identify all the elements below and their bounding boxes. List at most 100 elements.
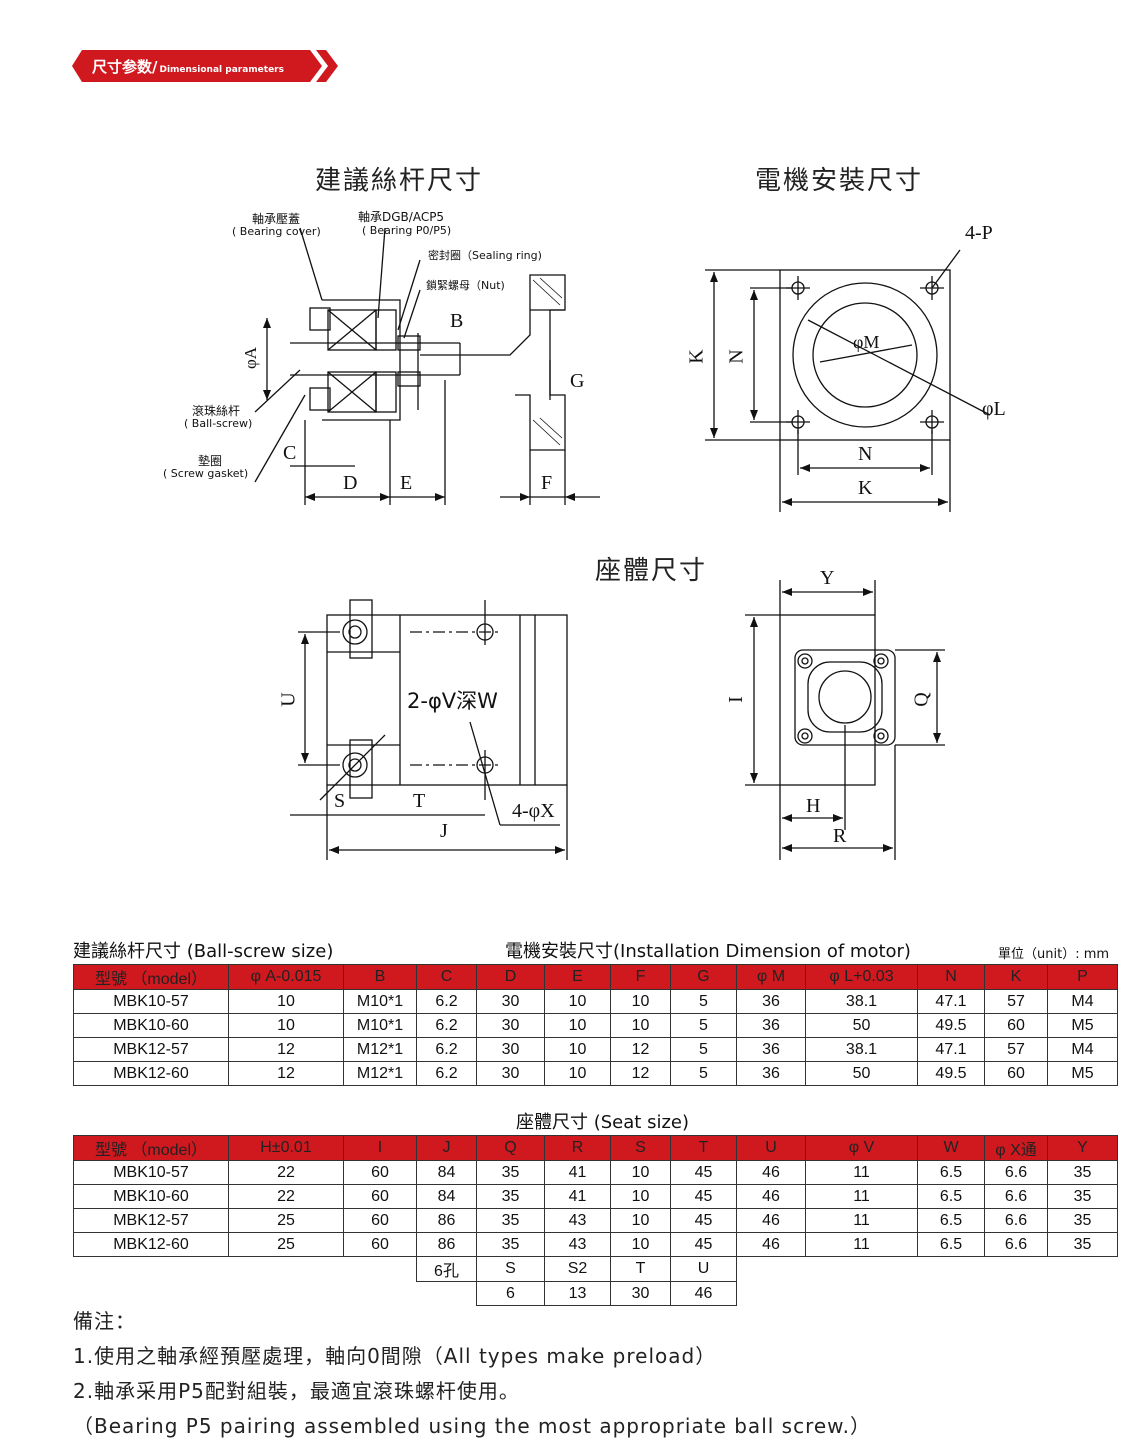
table-cell: 10 (544, 1037, 611, 1062)
table-cell: 6.2 (416, 989, 477, 1014)
table-cell: 43 (544, 1208, 611, 1233)
table-cell: 36 (736, 989, 806, 1014)
table-header-cell: φ X通 (984, 1135, 1048, 1161)
dim-K-horizontal: K (858, 477, 873, 499)
dim-U: U (277, 692, 300, 707)
bearing-label-en: ( Bearing P0/P5) (362, 224, 452, 237)
table-cell: M12*1 (343, 1061, 417, 1086)
table-cell: 38.1 (805, 1037, 918, 1062)
table-cell: 6.2 (416, 1013, 477, 1038)
banner-title-cn: 尺寸参数/ (92, 58, 158, 76)
table-cell: 22 (228, 1184, 344, 1209)
table-cell-empty (737, 1282, 806, 1306)
table-cell: 60 (343, 1208, 417, 1233)
table-cell: 10 (228, 989, 344, 1014)
notes-title: 備注： (73, 1309, 136, 1333)
table-header-cell: T (670, 1135, 737, 1161)
dim-Y: Y (820, 567, 835, 589)
table-cell: MBK10-60 (73, 1184, 229, 1209)
table-cell: 6.2 (416, 1037, 477, 1062)
table-cell: 6.5 (917, 1160, 985, 1185)
table-cell: 10 (544, 989, 611, 1014)
table-cell: 6.2 (416, 1061, 477, 1086)
ballscrew-drawing-title: 建議絲杆尺寸 (315, 166, 484, 196)
dim-4P: 4-P (965, 222, 993, 244)
table-header-cell: φ A-0.015 (228, 964, 344, 990)
dim-M: φM (853, 332, 880, 352)
table-cell-empty (985, 1282, 1048, 1306)
table-cell: 6.6 (984, 1232, 1048, 1257)
seat-drawing-title: 座體尺寸 (595, 556, 708, 586)
table-header-cell: W (917, 1135, 985, 1161)
table-cell: 10 (610, 1013, 671, 1038)
section-banner: 尺寸参数/Dimensional parameters (70, 50, 340, 82)
table-cell: 43 (544, 1232, 611, 1257)
table-cell: 84 (416, 1160, 477, 1185)
table-cell: M5 (1047, 1061, 1118, 1086)
table-header-cell: I (343, 1135, 417, 1161)
table1-caption-cn: 建議絲杆尺寸 (73, 941, 181, 962)
table-cell: 45 (670, 1232, 737, 1257)
table-header-cell: Q (476, 1135, 545, 1161)
table-cell: 36 (736, 1037, 806, 1062)
table-cell-empty (806, 1257, 918, 1282)
table-cell: 46 (736, 1232, 806, 1257)
gasket-label-cn: 墊圈 (198, 454, 223, 468)
table-cell-extra: U (670, 1256, 737, 1282)
motor-drawing-title: 電機安裝尺寸 (755, 166, 924, 196)
table-header-cell: 型號 （model） (73, 1135, 229, 1161)
table-header-cell: φ M (736, 964, 806, 990)
table-cell: 49.5 (917, 1013, 985, 1038)
dim-X: 4-φX (512, 800, 555, 822)
table-cell: 12 (610, 1061, 671, 1086)
dim-B: B (450, 310, 464, 332)
nut-label: 鎖緊螺母（Nut) (426, 279, 505, 292)
table-cell-extra: S2 (544, 1256, 611, 1282)
table-cell-empty (229, 1282, 344, 1306)
table-header-cell: C (416, 964, 477, 990)
table-cell: 6.6 (984, 1160, 1048, 1185)
table-cell: 6.6 (984, 1208, 1048, 1233)
table-cell: 10 (610, 1232, 671, 1257)
table-cell: 10 (544, 1013, 611, 1038)
table-cell: MBK12-57 (73, 1037, 229, 1062)
banner-shape (72, 50, 338, 82)
table-cell: 47.1 (917, 989, 985, 1014)
table-cell: MBK12-57 (73, 1208, 229, 1233)
table-cell: 11 (805, 1184, 918, 1209)
dim-T: T (413, 790, 426, 812)
ballscrew-drawing (254, 227, 600, 505)
technical-drawings (254, 227, 991, 860)
table-cell-empty (74, 1257, 229, 1282)
table-cell-empty (344, 1282, 417, 1306)
table-cell-extra: 6孔 (416, 1256, 477, 1282)
table-cell: 49.5 (917, 1061, 985, 1086)
dim-J: J (440, 820, 448, 842)
table-cell: MBK10-60 (73, 1013, 229, 1038)
table-header-cell: P (1047, 964, 1118, 990)
dim-S: S (334, 790, 346, 812)
table-cell: 5 (670, 1037, 737, 1062)
table-cell: 50 (805, 1061, 918, 1086)
table-cell: 35 (1047, 1184, 1118, 1209)
bearing-label-cn: 軸承DGB/ACP5 (358, 210, 445, 224)
table-cell: 86 (416, 1208, 477, 1233)
table-cell: 38.1 (805, 989, 918, 1014)
table1-caption2: 電機安裝尺寸(Installation Dimension of motor) (505, 937, 911, 963)
sealing-ring-label: 密封圈（Sealing ring) (428, 249, 542, 262)
dim-A: φA (241, 346, 261, 370)
table-cell: 11 (805, 1160, 918, 1185)
table-cell-empty (1048, 1282, 1118, 1306)
table-cell: 45 (670, 1184, 737, 1209)
table-cell: 47.1 (917, 1037, 985, 1062)
dim-D: D (343, 472, 358, 494)
table-cell-empty (1048, 1257, 1118, 1282)
motor-drawing (705, 249, 991, 512)
table-header-cell: S (610, 1135, 671, 1161)
